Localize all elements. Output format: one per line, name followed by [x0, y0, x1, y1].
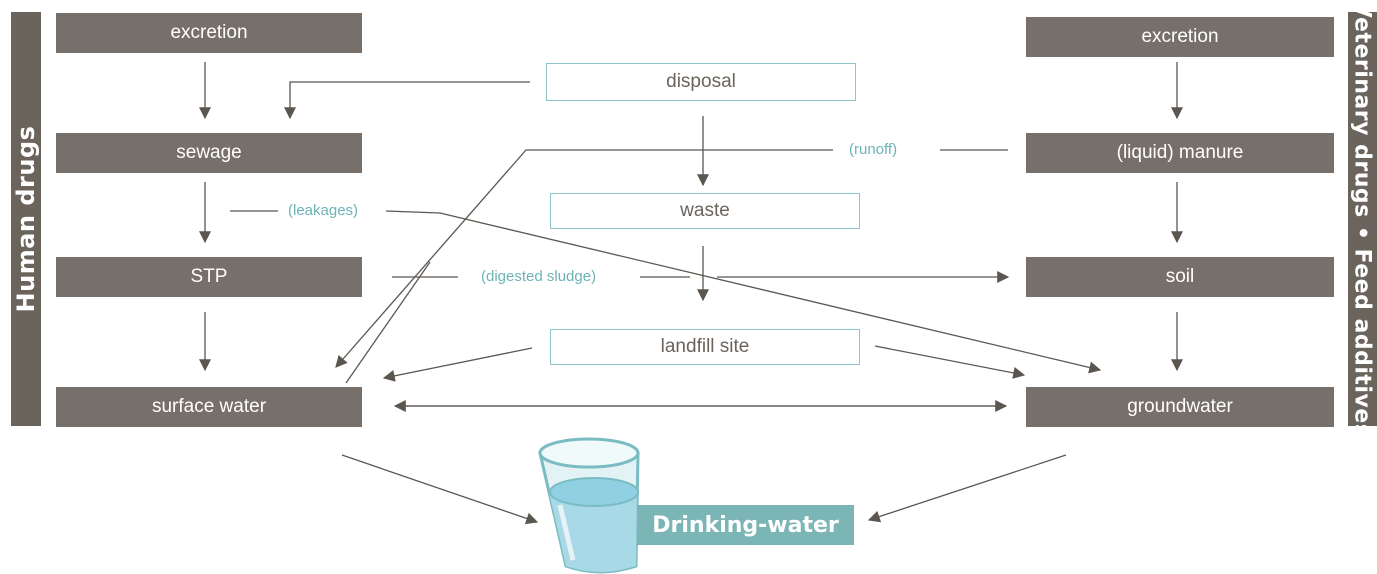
- manure-box: (liquid) manure: [1026, 133, 1334, 173]
- surface-water-box: surface water: [56, 387, 362, 427]
- veterinary-drugs-bar: [1348, 12, 1377, 426]
- water-glass-icon: [538, 437, 640, 574]
- digested-sludge-label: (digested sludge): [481, 268, 597, 285]
- stp-box: STP: [56, 257, 362, 297]
- arrow-runoff-surface: [335, 149, 833, 368]
- groundwater-box: groundwater: [1026, 387, 1334, 427]
- soil-box: soil: [1026, 257, 1334, 297]
- leakages-label: (leakages): [288, 202, 359, 219]
- excretion-veterinary-box: excretion: [1026, 17, 1334, 57]
- runoff-label: (runoff): [849, 141, 898, 158]
- drinking-water-label: Drinking-water: [637, 505, 854, 545]
- arrow-groundwater-drinking: [867, 454, 1067, 523]
- sewage-box: sewage: [56, 133, 362, 173]
- arrow-disposal-sewage: [284, 81, 530, 120]
- arrow-landfill-surface: [382, 347, 533, 382]
- waste-box: waste: [550, 193, 860, 229]
- arrow-leakages-groundwater: [385, 210, 1102, 374]
- arrow-stp-surface-diagonal: [345, 261, 431, 384]
- excretion-human-box: excretion: [56, 13, 362, 53]
- arrow-landfill-groundwater: [874, 345, 1026, 379]
- landfill-box: landfill site: [550, 329, 860, 365]
- disposal-box: disposal: [546, 63, 856, 101]
- human-drugs-bar: [11, 12, 41, 426]
- arrow-surface-drinking: [341, 454, 539, 525]
